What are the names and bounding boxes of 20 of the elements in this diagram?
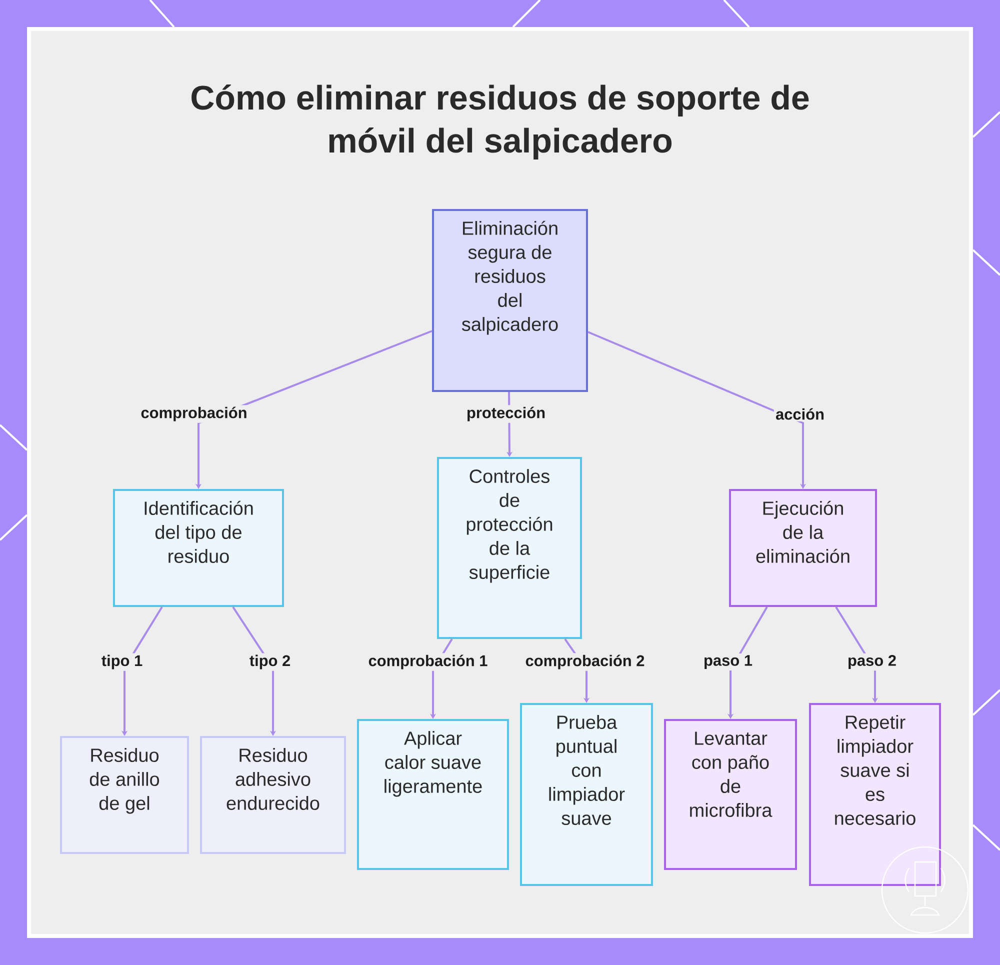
edge-label: paso 2 — [846, 653, 898, 671]
detail-box: Aplicar calor suave ligeramente — [357, 719, 509, 870]
edge-label: comprobación 1 — [366, 653, 490, 671]
edge-label: comprobación 2 — [524, 653, 646, 671]
detail-box: Prueba puntual con limpiador suave — [520, 703, 653, 886]
edge-label: acción — [774, 406, 826, 422]
edge-label: protección — [464, 405, 548, 423]
category-box: Identificación del tipo de residuo — [113, 489, 284, 607]
category-box: Ejecución de la eliminación — [729, 489, 877, 607]
detail-box: Residuo adhesivo endurecido — [200, 736, 346, 854]
category-box: Controles de protección de la superficie — [437, 457, 582, 639]
topic-box: Eliminación segura de residuos del salpicadero — [432, 209, 588, 392]
detail-box: Residuo de anillo de gel — [60, 736, 189, 854]
edge-label: tipo 2 — [248, 653, 292, 671]
edge-label: tipo 1 — [100, 653, 144, 671]
title: Cómo eliminar residuos de soporte de móvil del salpicadero — [192, 84, 809, 160]
edge-label: comprobación — [139, 405, 249, 423]
edge-label: paso 1 — [702, 653, 754, 671]
detail-box: Levantar con paño de microfibra — [664, 719, 797, 870]
detail-box: Repetir limpiador suave si es necesario — [809, 703, 941, 886]
